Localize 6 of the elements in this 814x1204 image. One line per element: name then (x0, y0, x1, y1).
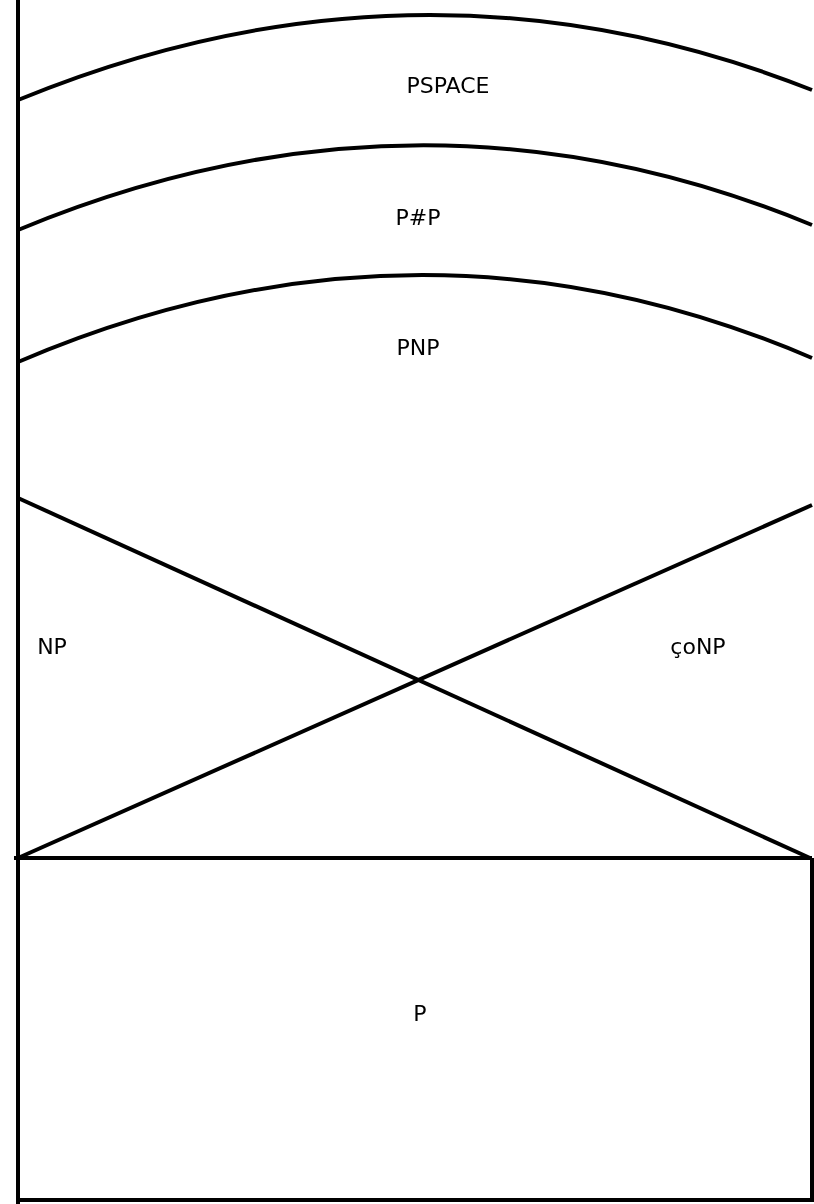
class-label: PNP (396, 337, 440, 359)
class-label: NP (37, 636, 67, 658)
class-label: PSPACE (406, 75, 490, 97)
class-label: P#P (395, 207, 441, 229)
class-label: çoNP (670, 636, 726, 658)
class-label: P (413, 1003, 427, 1025)
